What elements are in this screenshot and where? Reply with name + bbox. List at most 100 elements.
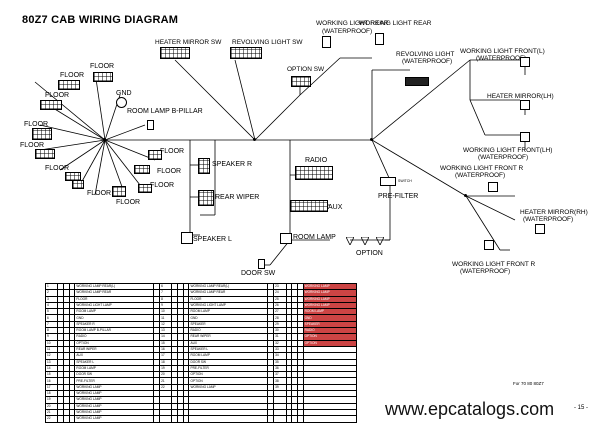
- table-cell: PRE-FILTER: [74, 377, 155, 385]
- table-cell: FLOOR: [74, 295, 155, 303]
- table-cell: WORKING LAMP: [302, 295, 358, 303]
- ground-terminal: [116, 97, 127, 108]
- table-cell: OPTION: [188, 371, 269, 379]
- table-cell: [302, 364, 358, 373]
- working-light-front-l-label: WORKING LIGHT FRONT(L): [460, 48, 545, 55]
- table-cell: 7: [159, 289, 173, 297]
- table-cell: WORKING LAMP: [302, 289, 358, 297]
- table-cell: 10: [44, 339, 59, 347]
- speaker-r-label: SPEAKER R: [212, 161, 253, 168]
- working-light-front-l-sub: (WATERPROOF): [476, 55, 527, 62]
- floor-connector-7: [72, 180, 84, 189]
- aux-connector: [290, 200, 328, 212]
- revolving-light-sw-connector: [230, 47, 262, 59]
- table-cell: 18: [44, 390, 59, 398]
- table-cell: [159, 402, 173, 410]
- heater-mirror-rh-connector: [535, 224, 545, 234]
- table-cell: [302, 415, 358, 423]
- table-cell: 34: [273, 352, 287, 360]
- floor-connector-4: [32, 128, 52, 140]
- watermark: www.epcatalogs.com: [385, 399, 555, 419]
- room-lamp-connector: [280, 233, 292, 244]
- table-cell: GND: [188, 314, 269, 322]
- table-cell: 14: [159, 333, 173, 341]
- table-cell: RADIO: [188, 327, 269, 335]
- floor-label-8: FLOOR: [116, 199, 141, 206]
- floor-connector-8: [112, 186, 126, 197]
- table-cell: WORKING LAMP: [74, 383, 155, 392]
- table-cell: WORKING LIGHT LAMP: [74, 301, 155, 310]
- floor-label-10: FLOOR: [157, 168, 182, 175]
- table-cell: SPEAKER R: [74, 320, 155, 329]
- table-cell: 38: [273, 377, 287, 385]
- table-cell: ROOM LAMP: [188, 308, 269, 316]
- model-note: For 70 80 80Z7: [513, 381, 544, 386]
- working-light-front-l-connector: [520, 57, 530, 67]
- revolving-light-label: REVOLVING LIGHT: [396, 51, 455, 58]
- table-cell: 3: [44, 295, 59, 303]
- table-cell: 22: [44, 415, 59, 423]
- table-cell: OPTION: [302, 339, 358, 347]
- table-cell: [302, 383, 358, 392]
- table-cell: WORKING LIGHT LAMP: [188, 301, 269, 310]
- table-cell: 11: [44, 345, 59, 354]
- room-lamp-label: ROOM LAMP: [293, 234, 336, 241]
- pre-filter-label: PRE-FILTER: [378, 193, 419, 200]
- table-cell: SPEAKER L: [188, 345, 269, 354]
- table-cell: 4: [44, 301, 59, 310]
- table-cell: RADIO: [302, 327, 358, 335]
- page-number: - 15 -: [574, 405, 589, 411]
- table-cell: 35: [273, 358, 287, 366]
- table-cell: [302, 377, 358, 385]
- option-terminal-2: [361, 237, 369, 245]
- pre-filter-connector: [380, 177, 396, 186]
- floor-label-2: FLOOR: [60, 72, 85, 79]
- table-cell: 39: [273, 383, 287, 392]
- table-cell: [302, 390, 358, 398]
- door-sw-connector: [258, 259, 265, 269]
- junction-node-right: [370, 138, 373, 141]
- floor-connector-10: [148, 150, 162, 160]
- junction-node-far-right: [464, 194, 467, 197]
- table-cell: 5: [44, 308, 59, 316]
- revolving-light-connector: [405, 77, 429, 86]
- table-cell: 6: [159, 282, 173, 291]
- table-cell: 13: [44, 358, 59, 366]
- table-cell: REAR WIPER: [188, 333, 269, 341]
- table-cell: 17: [159, 352, 173, 360]
- table-cell: ROOM LAMP: [188, 352, 269, 360]
- working-light-front-lh-connector: [520, 132, 530, 142]
- table-cell: 9: [44, 333, 59, 341]
- table-cell: ROOM LAMP B-PILLAR: [74, 327, 155, 335]
- floor-label-5: FLOOR: [20, 142, 45, 149]
- table-cell: [159, 390, 173, 398]
- table-cell: [302, 396, 358, 404]
- table-cell: [302, 352, 358, 360]
- radio-label: RADIO: [305, 157, 328, 164]
- table-cell: 36: [273, 364, 287, 373]
- table-cell: [159, 396, 173, 404]
- table-cell: 19: [44, 396, 59, 404]
- floor-connector-2: [58, 80, 80, 90]
- table-cell: 15: [44, 371, 59, 379]
- option-sw-label: OPTION SW: [287, 66, 325, 73]
- table-cell: 31: [273, 333, 287, 341]
- floor-connector-5: [35, 149, 55, 159]
- heater-mirror-lh-connector: [520, 100, 530, 110]
- working-light-front-r-label: WORKING LIGHT FRONT R: [440, 165, 524, 172]
- table-cell: RADIO: [74, 333, 155, 341]
- floor-connector-1: [93, 72, 113, 82]
- table-cell: [188, 390, 269, 398]
